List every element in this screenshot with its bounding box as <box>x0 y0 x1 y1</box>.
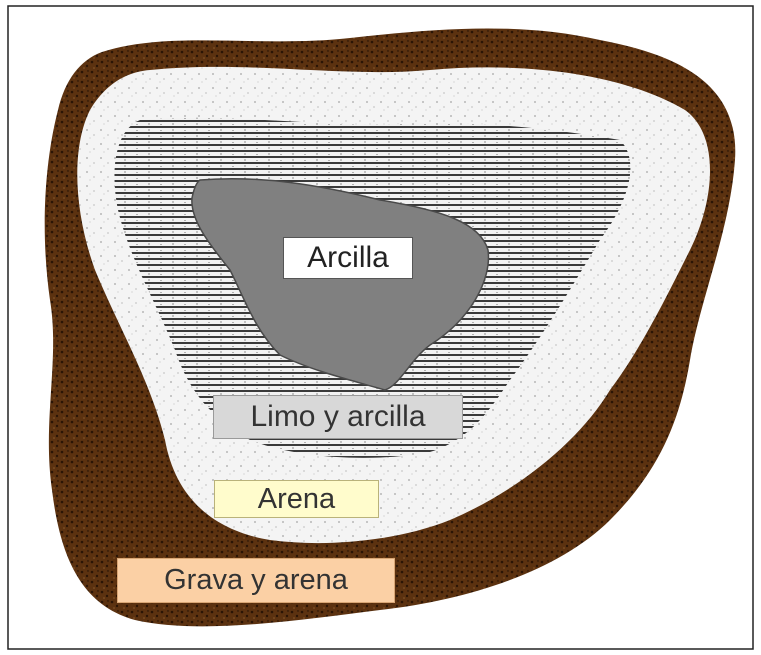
gravel-sand-label: Grava y arena <box>117 558 395 603</box>
sand-label: Arena <box>214 480 379 518</box>
clay-label: Arcilla <box>283 237 413 279</box>
silt-clay-label: Limo y arcilla <box>213 395 463 439</box>
